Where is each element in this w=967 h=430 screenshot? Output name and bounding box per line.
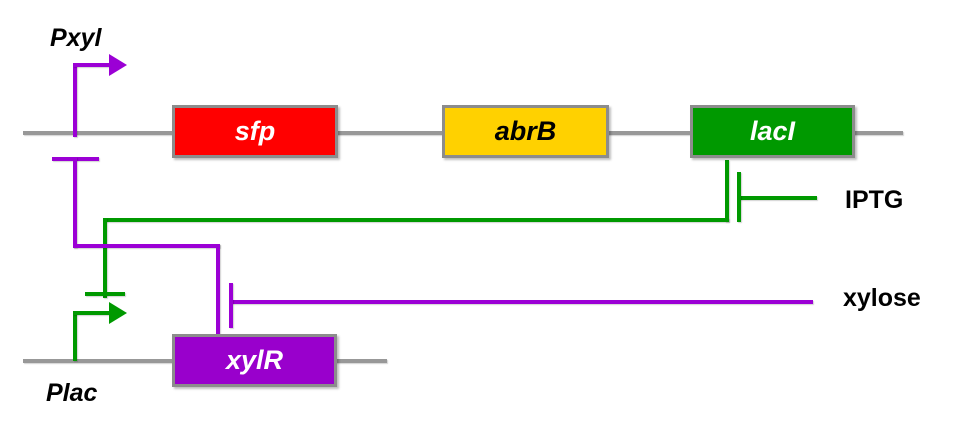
- iptg-inhibition-line: [739, 196, 817, 200]
- plac-promoter-stem: [73, 311, 77, 361]
- plac-promoter-label: Plac: [46, 379, 98, 407]
- laci-repression-tbar: [85, 292, 125, 296]
- iptg-inhibition-tbar: [737, 172, 741, 222]
- pxyl-promoter-arm: [73, 63, 111, 67]
- gene-box-sfp: sfp: [172, 105, 338, 158]
- plac-promoter-arrowhead-icon: [109, 302, 127, 324]
- gene-box-abrb: abrB: [442, 105, 609, 158]
- gene-label-sfp: sfp: [234, 116, 276, 146]
- gene-label-laci: lacI: [749, 116, 796, 146]
- pxyl-promoter-stem: [73, 63, 77, 137]
- pxyl-promoter-arrowhead-icon: [109, 54, 127, 76]
- laci-output-line-vertical: [725, 160, 729, 222]
- gene-box-laci: lacI: [690, 105, 855, 158]
- xylr-repression-line-vertical-left: [73, 157, 77, 248]
- laci-repression-line-vertical: [103, 218, 107, 298]
- gene-label-xylr: xylR: [225, 345, 284, 375]
- xylose-inhibition-tbar: [229, 283, 233, 328]
- gene-label-abrb: abrB: [494, 116, 557, 146]
- laci-repression-line-horizontal: [103, 218, 729, 222]
- plac-promoter-arm: [73, 311, 111, 315]
- xylr-repression-line-horizontal: [73, 244, 220, 248]
- xylose-label: xylose: [843, 284, 921, 312]
- pxyl-promoter-label: Pxyl: [50, 24, 102, 52]
- xylr-output-line-vertical: [216, 244, 220, 337]
- gene-box-xylr: xylR: [172, 334, 337, 387]
- iptg-label: IPTG: [845, 186, 904, 214]
- xylose-inhibition-line: [231, 300, 813, 304]
